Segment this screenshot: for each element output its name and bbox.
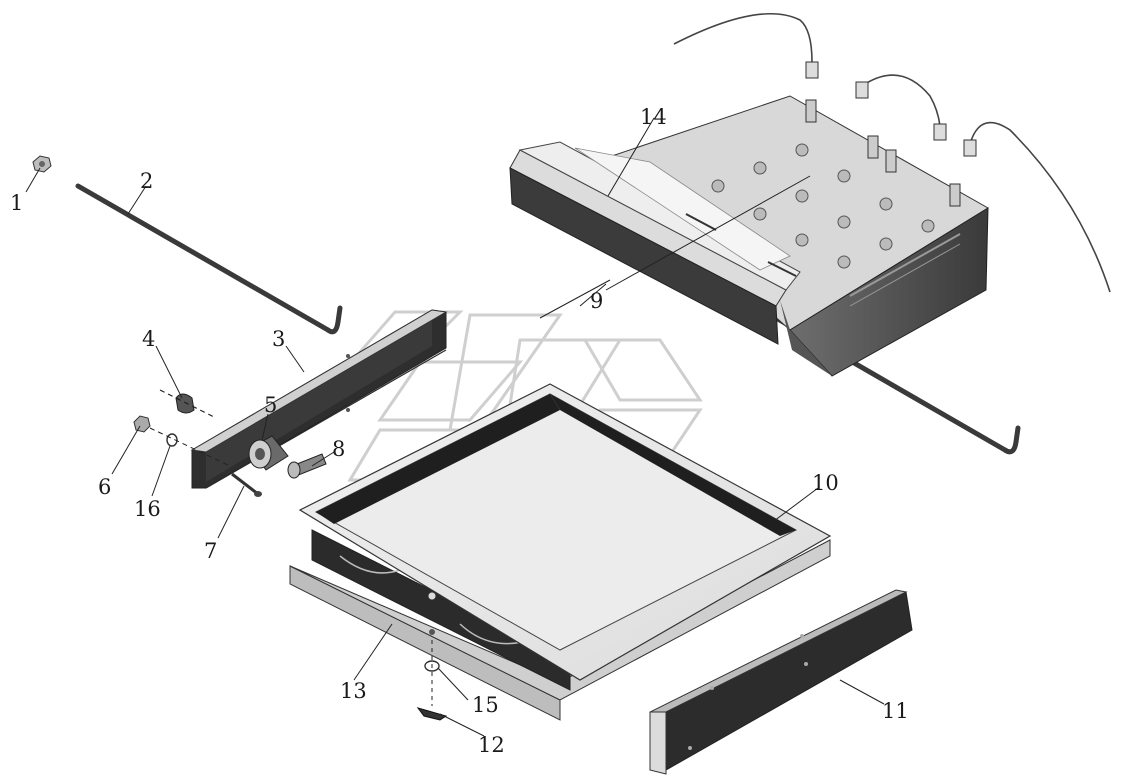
callout-12: 12 [478, 733, 505, 757]
callout-9: 9 [590, 289, 603, 313]
part-14-clamp-bar [509, 141, 801, 345]
part-1-nut [32, 155, 52, 173]
part-2-rod [75, 183, 343, 335]
callout-labels: 1 2 3 4 5 6 7 8 9 10 11 12 13 14 15 16 [10, 105, 909, 757]
part-7-screw [231, 472, 262, 497]
leader-lines [25, 117, 885, 737]
part-8-bolt [287, 453, 327, 479]
part-15-washer [424, 640, 440, 706]
callout-10: 10 [812, 471, 839, 495]
callout-11: 11 [882, 699, 909, 723]
part-11-angle-rail [649, 589, 913, 775]
callout-1: 1 [10, 191, 23, 215]
callout-7: 7 [204, 539, 217, 563]
callout-13: 13 [340, 679, 367, 703]
part-16-washer [149, 427, 231, 467]
part-13-base-tray [289, 529, 831, 721]
callout-14: 14 [640, 105, 667, 129]
callout-15: 15 [472, 693, 499, 717]
callout-8: 8 [332, 437, 345, 461]
part-4-clip [159, 389, 217, 419]
part-12-wing-nut [416, 707, 448, 721]
part-5-spacer [248, 435, 289, 471]
battery-cables [673, 12, 1111, 293]
callout-6: 6 [98, 475, 111, 499]
callout-3: 3 [272, 327, 285, 351]
battery-block [599, 95, 989, 377]
callout-5: 5 [264, 393, 277, 417]
callout-16: 16 [134, 497, 161, 521]
part-6-nut [133, 415, 151, 433]
callout-4: 4 [142, 327, 155, 351]
part-10-frame [298, 383, 832, 681]
callout-2: 2 [140, 169, 153, 193]
